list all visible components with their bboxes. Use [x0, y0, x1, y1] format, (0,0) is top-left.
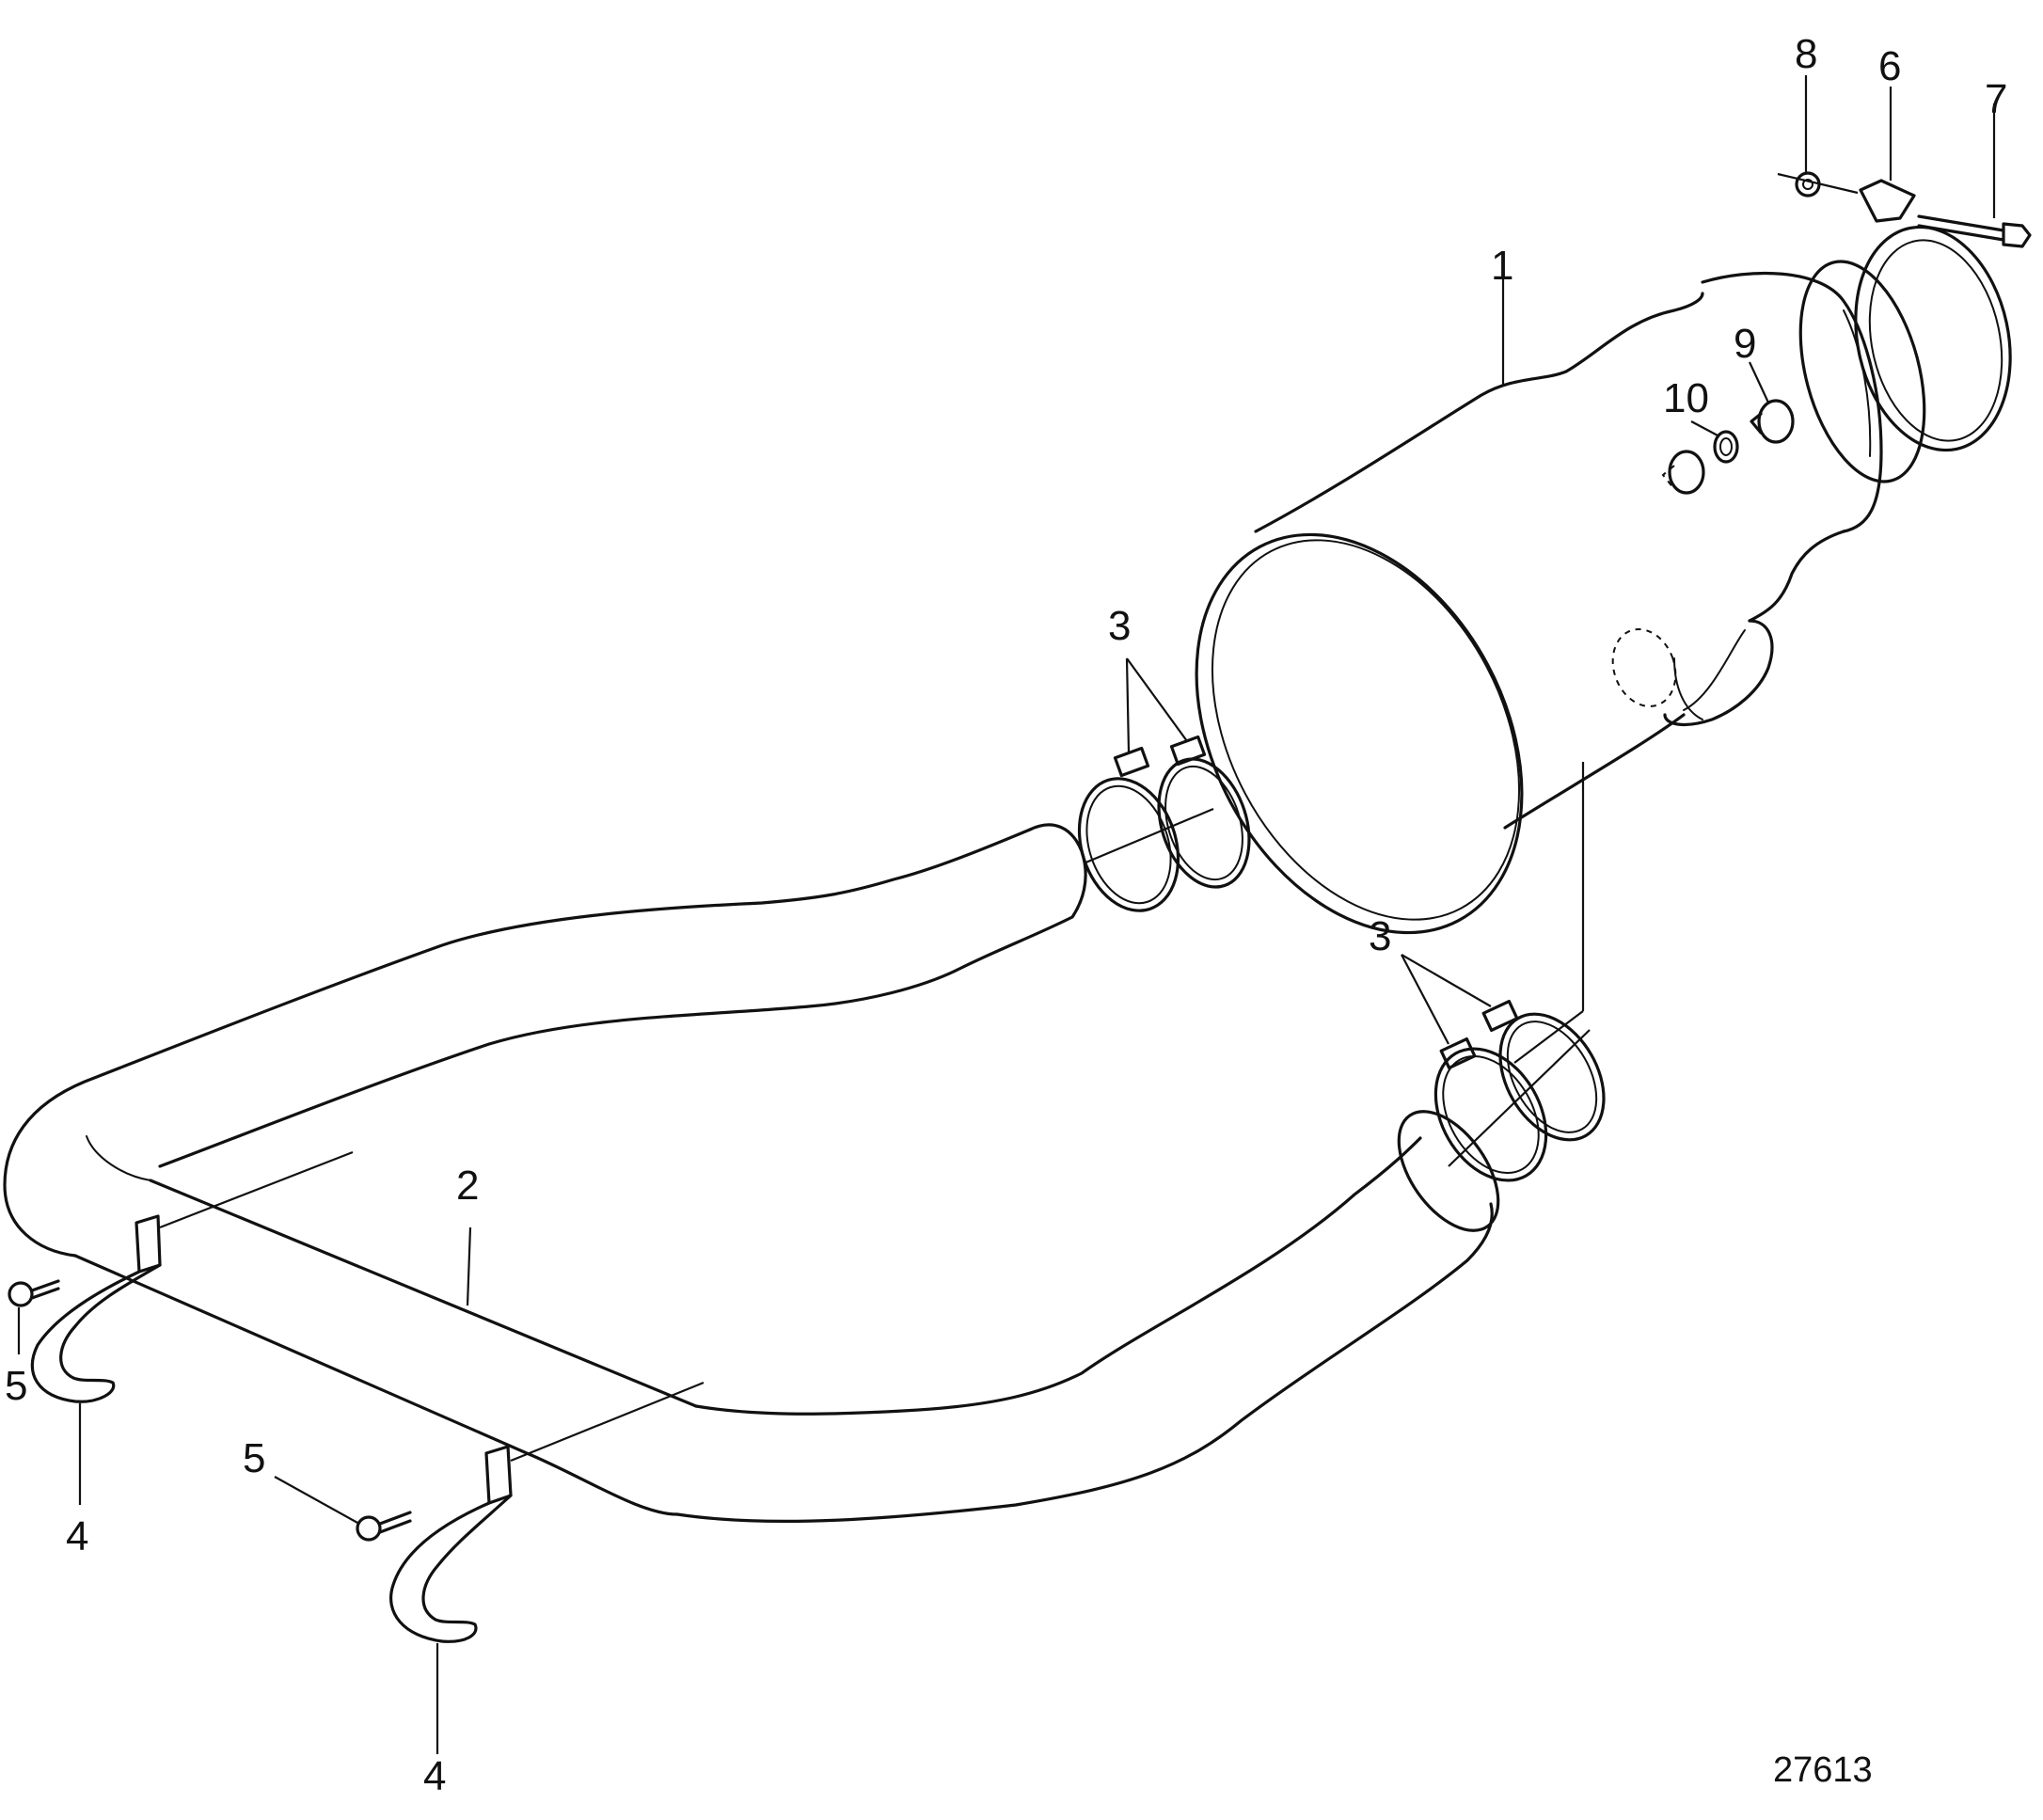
main-component — [1195, 260, 1926, 935]
bracket-left — [30, 1150, 354, 1403]
screw-bottom — [356, 1511, 412, 1542]
callout-2: 2 — [456, 1163, 479, 1209]
leader-lines — [17, 75, 1996, 1754]
callout-5-bottom: 5 — [243, 1435, 265, 1481]
callout-4-left: 4 — [66, 1513, 88, 1559]
nut — [1777, 171, 1859, 198]
hose-clamps-upper — [1077, 735, 1251, 912]
bolt — [1917, 214, 2032, 248]
callout-9: 9 — [1734, 321, 1756, 367]
hose-clamps-lower — [1433, 999, 1606, 1182]
callout-7: 7 — [1985, 76, 2007, 122]
pipe — [3, 823, 1500, 1524]
callout-3-lower: 3 — [1369, 913, 1391, 959]
callout-10: 10 — [1663, 375, 1709, 421]
callout-4-bottom: 4 — [423, 1753, 446, 1799]
callout-6: 6 — [1878, 43, 1901, 89]
band-clamp — [1854, 179, 2012, 452]
plug-and-washer — [1661, 399, 1795, 495]
bracket-bottom — [389, 1381, 705, 1643]
callout-labels: 1 2 3 3 4 4 5 5 6 7 8 9 10 27613 — [5, 31, 2007, 1799]
callout-8: 8 — [1795, 31, 1817, 77]
reference-number: 27613 — [1773, 1750, 1873, 1790]
screw-left — [8, 1279, 60, 1307]
callout-5-left: 5 — [5, 1363, 27, 1409]
callout-1: 1 — [1491, 243, 1513, 289]
callout-3-upper: 3 — [1108, 603, 1131, 649]
